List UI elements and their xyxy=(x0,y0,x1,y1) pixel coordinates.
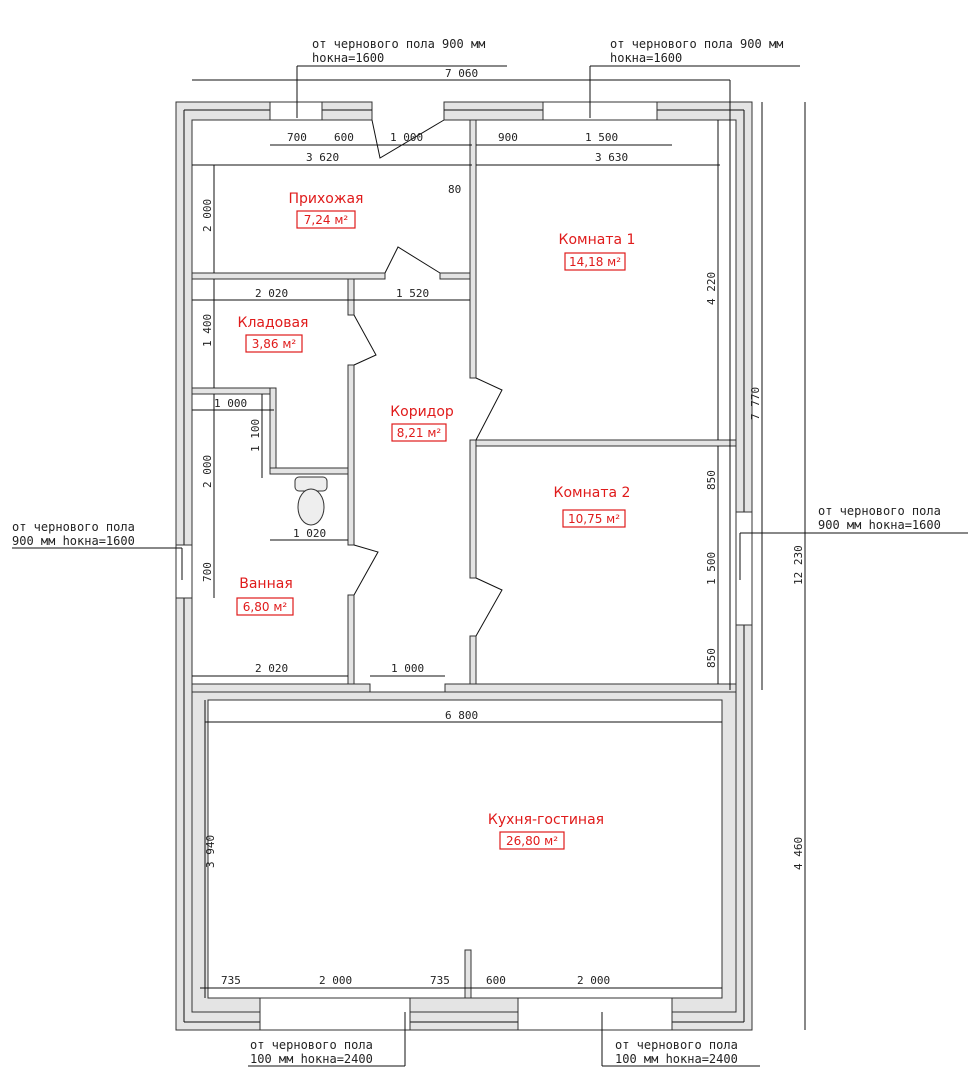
note-top-right: от чернового пола 900 мм xyxy=(610,37,783,51)
dim-label: 7 770 xyxy=(749,387,762,420)
dim-label: 850 xyxy=(705,470,718,490)
dim-label: 1 020 xyxy=(293,527,326,540)
dim-label: 2 000 xyxy=(319,974,352,987)
note-left: от чернового пола xyxy=(12,520,135,534)
dim-label: 2 020 xyxy=(255,662,288,675)
dim-label: 6 800 xyxy=(445,709,478,722)
room-name: Ванная xyxy=(239,576,293,592)
hall-door-icon xyxy=(384,246,441,274)
dim-label: 3 940 xyxy=(204,835,217,868)
room-corridor: Коридор 8,21 м² xyxy=(390,404,454,442)
note-left: 900 мм hокна=1600 xyxy=(12,534,135,548)
window-bottom-left xyxy=(259,997,411,1031)
dim-label: 1 000 xyxy=(391,662,424,675)
dim-label: 700 xyxy=(287,131,307,144)
dim-label: 4 220 xyxy=(705,272,718,305)
room-bathroom: Ванная 6,80 м² xyxy=(236,576,294,616)
room-name: Комната 1 xyxy=(559,232,636,248)
room-area: 3,86 м² xyxy=(252,337,297,351)
dim-label: 900 xyxy=(498,131,518,144)
room-pantry: Кладовая 3,86 м² xyxy=(238,315,309,353)
room2-door-icon xyxy=(475,577,503,637)
room-area: 14,18 м² xyxy=(569,255,621,269)
dim-label: 600 xyxy=(486,974,506,987)
room-name: Прихожая xyxy=(289,191,364,207)
window-left xyxy=(175,544,193,599)
dim-label: 850 xyxy=(705,648,718,668)
dim-label: 700 xyxy=(201,562,214,582)
toilet-icon xyxy=(294,476,328,526)
note-top-right: hокна=1600 xyxy=(610,51,682,65)
dim-label: 2 000 xyxy=(201,455,214,488)
dim-label: 1 520 xyxy=(396,287,429,300)
dim-label: 3 630 xyxy=(595,151,628,164)
dim-label: 3 620 xyxy=(306,151,339,164)
room-name: Кухня-гостиная xyxy=(488,812,604,828)
room-area: 6,80 м² xyxy=(243,600,288,614)
windows xyxy=(175,101,753,1031)
note-top-left: от чернового пола 900 мм xyxy=(312,37,485,51)
pantry-door-icon xyxy=(353,314,377,366)
room-1: Комната 1 14,18 м² xyxy=(559,232,636,271)
dim-label: 1 000 xyxy=(390,131,423,144)
note-bottom-left: от чернового пола xyxy=(250,1038,373,1052)
dim-label: 735 xyxy=(430,974,450,987)
bath-door-icon xyxy=(353,544,379,596)
note-bottom-left: 100 мм hокна=2400 xyxy=(250,1052,373,1066)
room-kitchen-living: Кухня-гостиная 26,80 м² xyxy=(488,812,604,850)
room-name: Кладовая xyxy=(238,315,309,331)
window-right xyxy=(735,511,753,626)
note-bottom-right: от чернового пола xyxy=(615,1038,738,1052)
room-area: 7,24 м² xyxy=(304,213,349,227)
dimension-lines xyxy=(192,79,806,1030)
room-area: 26,80 м² xyxy=(506,834,558,848)
interior-walls xyxy=(191,119,737,999)
kitchen-walls xyxy=(191,691,737,1013)
room-name: Комната 2 xyxy=(554,485,631,501)
dim-label: 1 500 xyxy=(585,131,618,144)
dim-label: 1 000 xyxy=(214,397,247,410)
dim-overall-width: 7 060 xyxy=(445,67,478,80)
room-2: Комната 2 10,75 м² xyxy=(554,485,631,528)
window-top-left xyxy=(269,101,323,121)
window-bottom-right xyxy=(517,997,673,1031)
entrance-door-icon xyxy=(371,119,445,159)
dim-label: 2 000 xyxy=(201,199,214,232)
room1-door-icon xyxy=(475,377,503,441)
dim-label: 2 020 xyxy=(255,287,288,300)
dim-label: 600 xyxy=(334,131,354,144)
room-area: 10,75 м² xyxy=(568,512,620,526)
leader-lines xyxy=(12,65,968,1067)
dim-label: 4 460 xyxy=(792,837,805,870)
dim-label: 1 100 xyxy=(249,419,262,452)
room-labels: Прихожая 7,24 м² Комната 1 14,18 м² Клад… xyxy=(236,191,636,850)
note-right: от чернового пола xyxy=(818,504,941,518)
note-bottom-right: 100 мм hокна=2400 xyxy=(615,1052,738,1066)
window-notes: от чернового пола 900 мм hокна=1600 от ч… xyxy=(12,37,941,1066)
window-top-right xyxy=(542,101,658,121)
dim-label: 1 400 xyxy=(201,314,214,347)
room-hall: Прихожая 7,24 м² xyxy=(289,191,364,229)
note-top-left: hокна=1600 xyxy=(312,51,384,65)
dimension-labels: 7 060 700 600 1 000 900 1 500 3 620 3 63… xyxy=(201,67,805,987)
room-area: 8,21 м² xyxy=(397,426,442,440)
doors xyxy=(353,119,503,637)
dim-label: 80 xyxy=(448,183,461,196)
dim-label: 2 000 xyxy=(577,974,610,987)
note-right: 900 мм hокна=1600 xyxy=(818,518,941,532)
outer-walls xyxy=(175,101,753,1031)
room-name: Коридор xyxy=(390,404,454,420)
dim-label: 12 230 xyxy=(792,545,805,585)
dim-label: 1 500 xyxy=(705,552,718,585)
dim-label: 735 xyxy=(221,974,241,987)
